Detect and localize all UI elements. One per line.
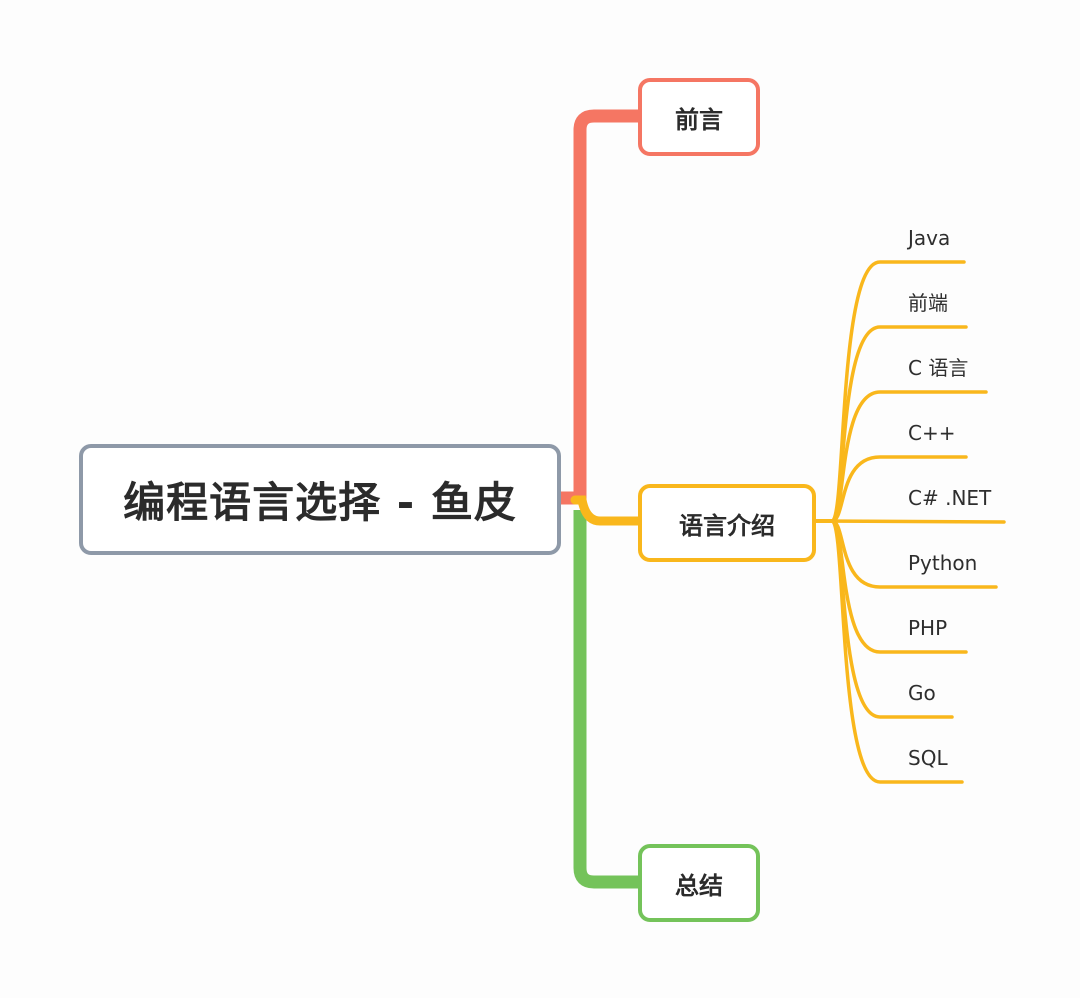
branch-node-summary[interactable]: 总结: [638, 844, 760, 922]
language-connector: [814, 519, 1006, 524]
language-leaf[interactable]: SQL: [908, 746, 948, 770]
connector-summary: [573, 510, 638, 889]
language-connector: [814, 519, 964, 784]
language-leaf[interactable]: C# .NET: [908, 486, 992, 510]
language-leaf[interactable]: Java: [908, 226, 951, 250]
branch-node-intro[interactable]: 前言: [638, 78, 760, 156]
connector-languages: [570, 495, 643, 526]
language-leaf[interactable]: Go: [908, 681, 936, 705]
language-leaf[interactable]: C 语言: [908, 356, 969, 380]
language-connectors: [814, 260, 1006, 784]
language-leaf[interactable]: Python: [908, 551, 978, 575]
language-leaf[interactable]: 前端: [908, 291, 948, 315]
branch-node-languages[interactable]: 语言介绍: [638, 484, 816, 562]
root-node[interactable]: 编程语言选择 - 鱼皮: [79, 444, 561, 555]
language-leaf[interactable]: C++: [908, 421, 956, 445]
connector-intro: [561, 109, 638, 505]
language-leaf[interactable]: PHP: [908, 616, 948, 640]
